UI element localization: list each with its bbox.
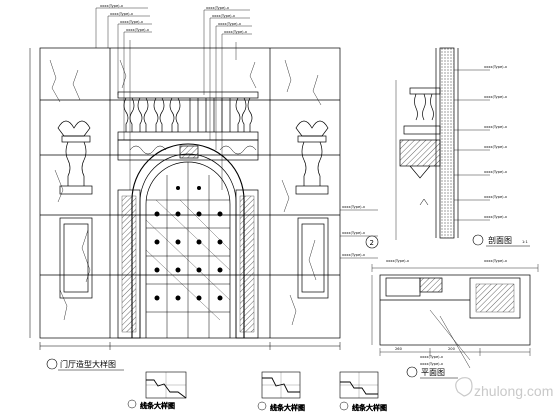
watermark-text: zhulong.com (474, 383, 553, 399)
callout-label: xxxx(Type)-x (218, 22, 242, 26)
callout-label: xxxx(Type)-x (342, 205, 366, 209)
main-title-text: 门厅造型大样图 (60, 359, 116, 369)
side-section-callouts: xxxx(Type)-x xxxx(Type)-x xxxx(Type)-x x… (484, 65, 508, 219)
callout-label: xxxx(Type)-x (100, 4, 124, 8)
callout-label: xxxx(Type)-x (126, 28, 150, 32)
callout-label: xxxx(Type)-x (484, 259, 508, 263)
callout-label: xxxx(Type)-x (224, 30, 248, 34)
side-section-title-text: 剖面图 (488, 235, 512, 245)
side-section-scale: 1:1 (522, 240, 528, 244)
plan-title: 平面图 (406, 366, 458, 379)
door-grid (145, 162, 231, 338)
callout-label: xxxx(Type)-x (342, 253, 366, 257)
watermark-logo-icon (455, 377, 473, 397)
callout-labels: xxxx(Type)-x xxxx(Type)-x xxxx(Type)-x x… (100, 4, 366, 257)
callout-label: xxxx(Type)-x (342, 231, 366, 235)
profile-detail-1: 线条大样图 (127, 371, 187, 410)
callout-label: xxxx(Type)-x (484, 170, 508, 174)
callout-label: xxxx(Type)-x (484, 125, 508, 129)
side-section (395, 47, 490, 240)
profile-detail-3: 线条大样图 (339, 371, 387, 412)
callout-label: xxxx(Type)-x (110, 12, 134, 16)
detail-title-3: 线条大样图 (352, 403, 387, 412)
right-column (295, 120, 329, 299)
plan-dimensions: 260 200 xxxx(Type)-x xxxx(Type)-x xxxx(T… (386, 259, 508, 366)
callout-label: xxxx(Type)-x (484, 95, 508, 99)
callout-label: xxxx(Type)-x (420, 355, 444, 359)
side-section-title: 剖面图 1:1 (472, 234, 530, 247)
plan-view (371, 264, 539, 369)
callout-label: xxxx(Type)-x (484, 195, 508, 199)
main-title: 门厅造型大样图 (46, 358, 124, 371)
callout-label: xxxx(Type)-x (484, 145, 508, 149)
dimension-label: 200 (448, 347, 456, 351)
callout-label: xxxx(Type)-x (420, 362, 444, 366)
dimension-label: 260 (395, 347, 403, 351)
section-mark-number: 2 (370, 239, 374, 247)
watermark: zhulong.com (455, 377, 553, 399)
left-column (57, 120, 93, 299)
main-elevation (29, 47, 341, 350)
leader-lines (95, 7, 378, 259)
callout-label: xxxx(Type)-x (120, 20, 144, 24)
detail-title-2: 线条大样图 (270, 403, 305, 412)
detail-title-1: 线条大样图 (140, 401, 175, 410)
callout-label: xxxx(Type)-x (212, 14, 236, 18)
plan-title-text: 平面图 (421, 368, 445, 377)
callout-label: xxxx(Type)-x (386, 259, 410, 263)
profile-detail-2: 线条大样图 (257, 371, 305, 412)
callout-label: xxxx(Type)-x (484, 215, 508, 219)
balusters (123, 97, 253, 132)
section-marker: 2 (365, 235, 379, 249)
callout-label: xxxx(Type)-x (206, 6, 230, 10)
callout-label: xxxx(Type)-x (484, 65, 508, 69)
